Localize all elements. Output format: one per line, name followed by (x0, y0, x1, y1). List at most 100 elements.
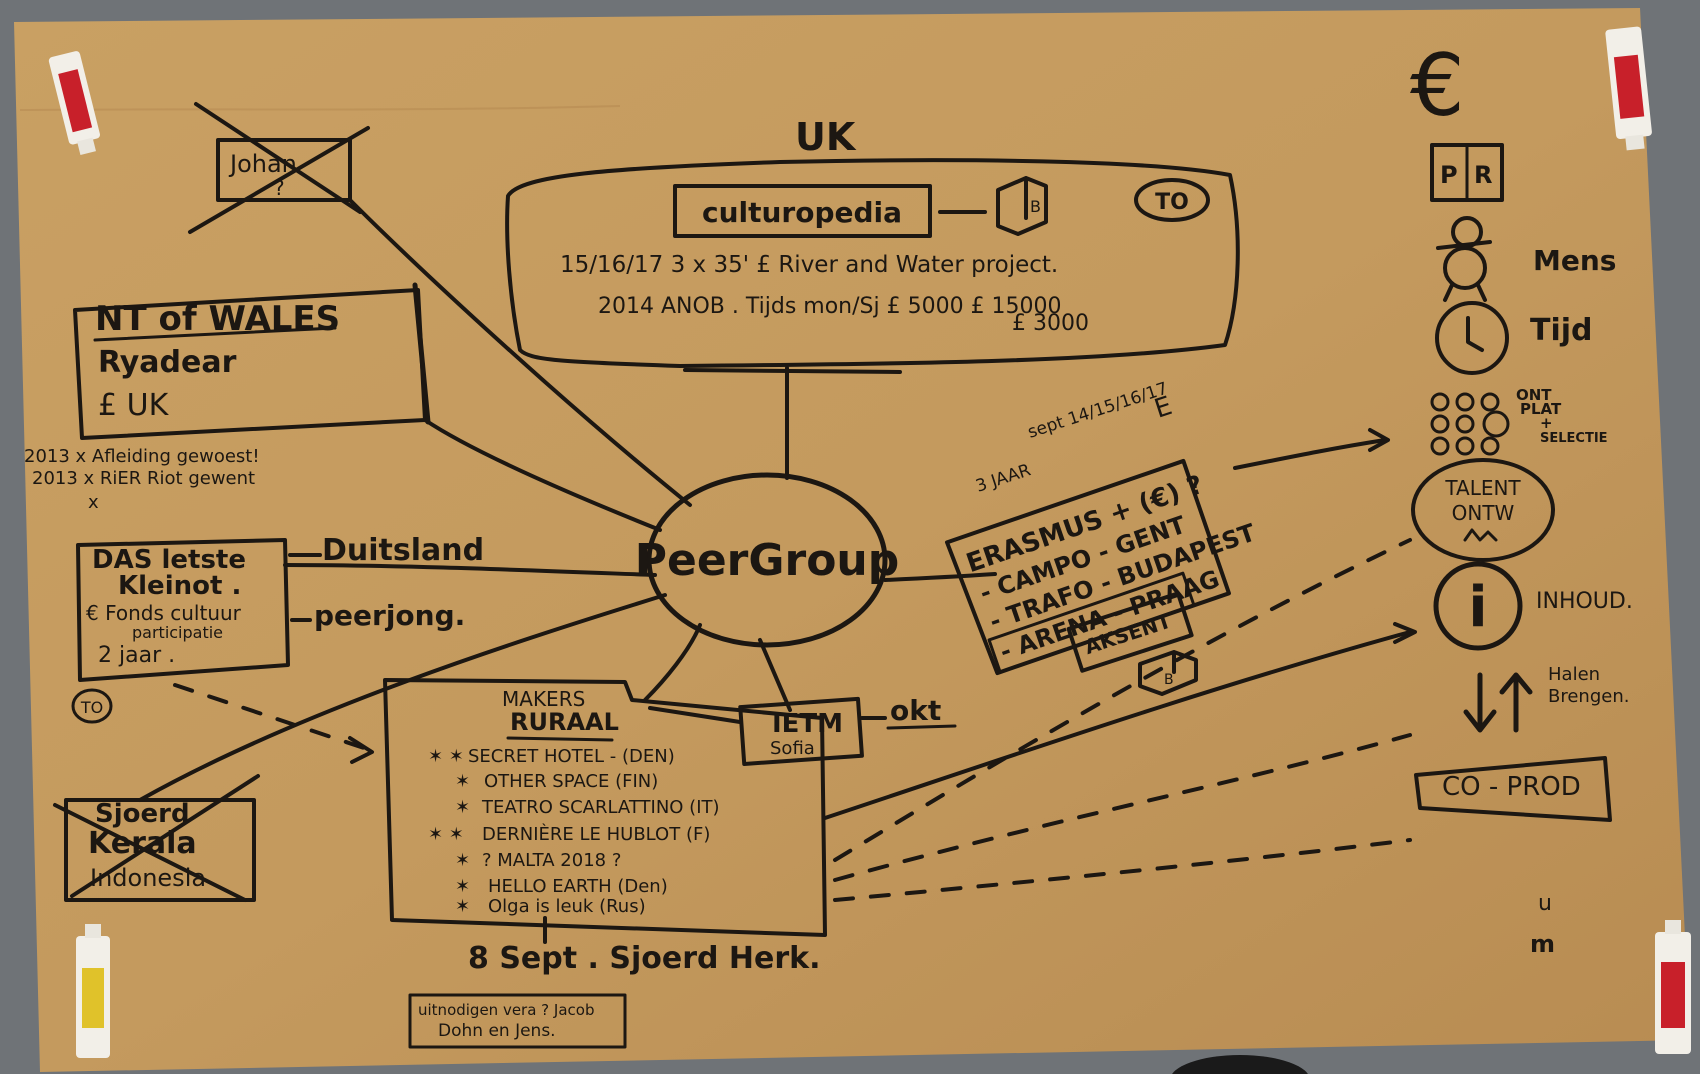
sjoerd-line-3: Indonesia (90, 864, 206, 892)
makers-box (383, 678, 827, 937)
dots-label-4: SELECTIE (1540, 431, 1608, 446)
svg-text:✶ ✶: ✶ ✶ (428, 746, 464, 767)
dots-label-1: ONT (1516, 386, 1552, 404)
makers-list: ✶ ✶ SECRET HOTEL - (DEN) ✶ OTHER SPACE (… (428, 746, 720, 917)
makers-item[interactable]: ✶ Olga is leuk (Rus) (455, 896, 646, 917)
arrow-head-dots (1368, 428, 1390, 452)
culturopedia-box (673, 184, 932, 238)
to-badge-das-label: TO (80, 698, 103, 717)
line-center-to-crossed-note (348, 198, 692, 507)
sjoerd-box (64, 798, 256, 902)
svg-text:✶: ✶ (455, 896, 470, 917)
das-side-1: Duitsland (322, 533, 484, 568)
book-icon-erasmus: B (1138, 650, 1198, 696)
das-side-2: peerjong. (314, 599, 465, 632)
dashed-makers-to-coprod (833, 733, 1412, 882)
legend-tijd: Tijd (1530, 313, 1593, 348)
line-center-to-erasmus (883, 572, 997, 582)
sjoerd-group[interactable]: Sjoerd Kerala Indonesia (53, 774, 260, 902)
svg-text:✶: ✶ (455, 876, 470, 897)
das-line-5: 2 jaar . (98, 643, 175, 668)
wales-group[interactable]: NT of WALES Ryadear £ UK 2013 x Afleidin… (24, 282, 431, 513)
uk-box (505, 158, 1240, 368)
makers-item-label: TEATRO SCARLATTINO (IT) (481, 797, 720, 818)
makers-item-label: HELLO EARTH (Den) (488, 876, 668, 897)
invite-line-2: Dohn en Jens. (438, 1021, 556, 1041)
line-center-to-das (283, 563, 657, 577)
svg-text:i: i (1468, 575, 1487, 640)
wales-box-right-edge (412, 282, 431, 425)
das-line-4: participatie (132, 623, 223, 642)
euro-icon: € (1410, 36, 1465, 136)
book-icon: B (996, 176, 1048, 236)
talent-line-2: ONTW (1452, 501, 1515, 525)
makers-item[interactable]: ✶ OTHER SPACE (FIN) (455, 771, 658, 792)
wales-box (73, 288, 427, 440)
ietm-group[interactable]: IETM Sofia okt (738, 694, 957, 766)
ietm-side: okt (890, 694, 941, 727)
uk-line-1: 15/16/17 3 x 35' £ River and Water proje… (560, 252, 1058, 278)
makers-item[interactable]: ✶ TEATRO SCARLATTINO (IT) (455, 797, 720, 818)
wales-line-1: NT of WALES (95, 299, 340, 339)
dots-grid-icon (1430, 392, 1510, 456)
uk-group[interactable]: UK culturopedia B TO 15/16/17 3 x 35' £ … (505, 115, 1240, 368)
invite-line-1: uitnodigen vera ? Jacob (418, 1001, 594, 1019)
das-group[interactable]: DAS letste Kleinot . € Fonds cultuur par… (71, 533, 484, 724)
to-badge-uk (1134, 178, 1210, 222)
ietm-side-underline (886, 724, 957, 730)
ietm-line-2: Sofia (770, 738, 815, 759)
line-ietm-left (648, 706, 742, 724)
makers-item-label: DERNIÈRE LE HUBLOT (F) (482, 823, 710, 845)
makers-item-label: Olga is leuk (Rus) (488, 896, 646, 917)
dashed-das-to-makers (173, 683, 372, 752)
wales-line-2: Ryadear (98, 345, 237, 380)
wales-note-2: 2013 x RiER Riot gewent (32, 468, 255, 489)
uk-heading: UK (795, 115, 857, 159)
makers-item-label: SECRET HOTEL - (DEN) (468, 746, 675, 767)
makers-item[interactable]: ✶ ? MALTA 2018 ? (455, 850, 621, 871)
center-node[interactable]: PeerGroup (635, 472, 900, 648)
wales-note-1: 2013 x Afleiding gewoest! (24, 446, 260, 467)
das-line-2: Kleinot . (118, 571, 241, 601)
legend-inhoud: INHOUD. (1536, 589, 1633, 614)
person-icon (1436, 216, 1492, 302)
svg-text:R: R (1474, 161, 1492, 189)
das-box (76, 538, 290, 682)
line-center-to-wales (423, 418, 662, 532)
crossed-note-cross (188, 102, 370, 234)
to-badge-uk-label: TO (1155, 190, 1189, 215)
pr-icon: P R (1430, 143, 1504, 202)
aksent-box (1066, 591, 1194, 673)
legend-halen-2: Brengen. (1548, 686, 1629, 707)
makers-item[interactable]: ✶ ✶ SECRET HOTEL - (DEN) (428, 746, 675, 767)
wales-note-3: x (88, 492, 99, 513)
foot-shadow (1172, 1055, 1308, 1074)
makers-item[interactable]: ✶ HELLO EARTH (Den) (455, 876, 668, 897)
svg-text:✶: ✶ (455, 797, 470, 818)
svg-text:B: B (1030, 197, 1041, 216)
makers-title-1: MAKERS (502, 687, 585, 711)
to-badge-das (71, 688, 113, 724)
makers-group[interactable]: MAKERS RURAAL ✶ ✶ SECRET HOTEL - (DEN) ✶… (383, 678, 827, 1049)
makers-title-underline (506, 736, 614, 742)
ietm-line-1: IETM (772, 709, 843, 739)
line-center-to-makers (643, 623, 702, 702)
center-node-title: PeerGroup (635, 535, 900, 586)
crossed-note[interactable]: Johan ? (188, 102, 370, 234)
center-node-circle (646, 472, 888, 648)
paint-tube-bottom-right (1655, 920, 1691, 1054)
legend-scribble-2: m (1530, 930, 1555, 958)
wales-underline (93, 326, 337, 342)
makers-item[interactable]: ✶ ✶ DERNIÈRE LE HUBLOT (F) (428, 823, 710, 845)
coprod-box (1414, 756, 1612, 822)
wales-line-3: £ UK (98, 388, 170, 423)
crossed-note-box (216, 138, 352, 202)
erasmus-arena-box (987, 571, 1196, 674)
paper-fold-crease (19, 105, 621, 111)
dots-label-3: + (1540, 414, 1553, 432)
line-center-to-ietm (758, 638, 792, 712)
erasmus-box (945, 458, 1231, 676)
makers-item-label: ? MALTA 2018 ? (482, 850, 621, 871)
paint-tube-top-right (1605, 26, 1652, 151)
